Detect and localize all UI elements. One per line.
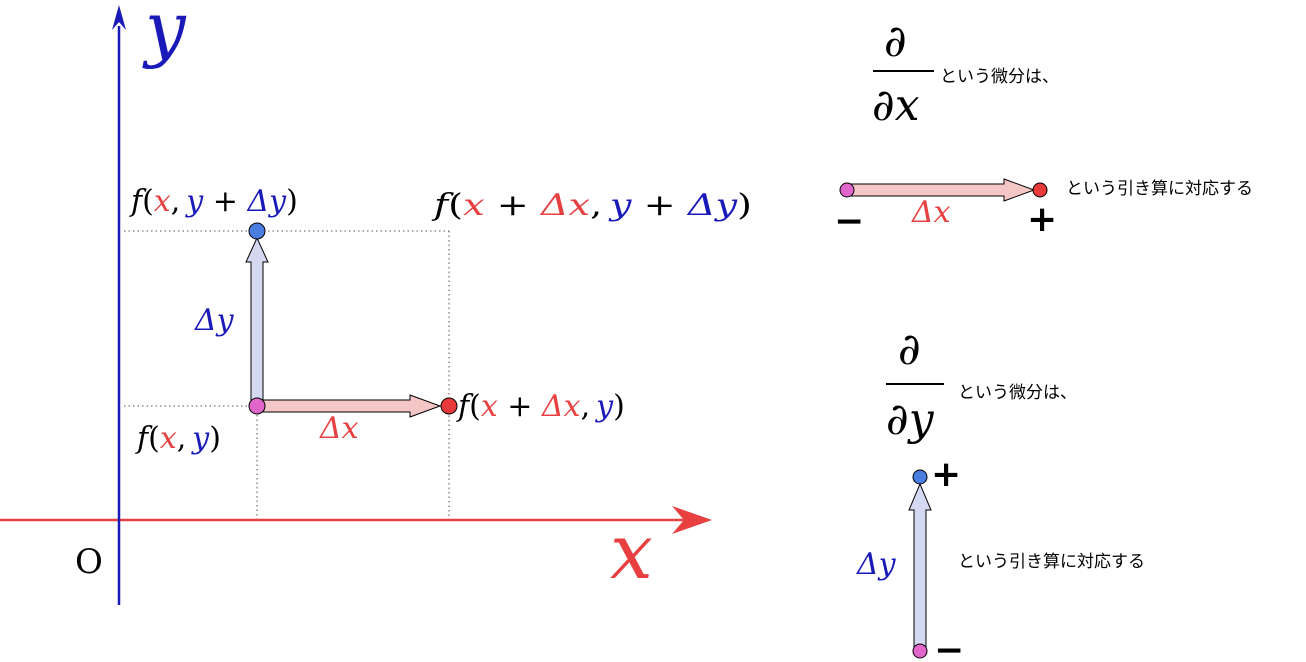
- y-axis: [112, 5, 126, 605]
- partial-x-delta: Δx: [911, 195, 951, 230]
- partial-x-minus: −: [834, 201, 864, 242]
- partial-x-block: ∂ ∂x という微分は、 − + Δx という引き算に対応する: [834, 16, 1253, 242]
- x-axis-arrowhead: [672, 506, 712, 534]
- dx-label: Δx: [319, 411, 359, 446]
- partial-y-minus: −: [934, 630, 964, 662]
- x-axis-label: x: [610, 507, 653, 596]
- label-f-x-y: f(x,y): [135, 421, 221, 456]
- point-origin: [248, 397, 266, 415]
- partial-x-subtraction-text: という引き算に対応する: [1066, 179, 1253, 199]
- partial-x-plus: +: [1027, 199, 1057, 240]
- partial-y-subtraction-text: という引き算に対応する: [958, 552, 1145, 572]
- partial-x-arrow: [846, 178, 1036, 202]
- dx-arrow: [256, 394, 442, 418]
- partial-y-block: ∂ ∂y という微分は、 + − Δy という引き算に対応する: [856, 324, 1145, 662]
- dy-label: Δy: [194, 303, 235, 338]
- dy-arrow: [245, 236, 269, 407]
- point-x-shift: [440, 397, 458, 415]
- partial-y-arrow: [908, 482, 932, 652]
- partial-y-numerator: ∂: [898, 324, 921, 375]
- partial-y-text: という微分は、: [958, 383, 1077, 403]
- origin-label: O: [75, 542, 103, 582]
- y-axis-label: y: [142, 0, 187, 70]
- partial-x-end-point: [1032, 182, 1048, 198]
- partial-y-delta: Δy: [856, 547, 897, 582]
- partial-y-denominator: ∂y: [886, 394, 935, 445]
- partial-x-text: という微分は、: [940, 67, 1059, 87]
- partial-y-plus: +: [931, 454, 961, 495]
- label-f-x-plus-dx-y: f(x + Δx,y): [456, 389, 625, 424]
- partial-x-denominator: ∂x: [872, 80, 920, 131]
- partial-x-start-point: [839, 182, 855, 198]
- guide-lines: [124, 230, 450, 520]
- partial-y-start-point: [912, 643, 928, 659]
- x-axis: [0, 506, 712, 534]
- y-axis-arrowhead: [112, 5, 126, 30]
- label-f-x-plus-dx-y-plus-dy: f(x + Δx,y + Δy): [431, 188, 752, 223]
- label-f-x-y-plus-dy: f(x,y + Δy): [129, 184, 298, 219]
- point-y-shift: [248, 222, 266, 240]
- partial-x-numerator: ∂: [884, 16, 907, 67]
- partial-y-end-point: [912, 469, 928, 485]
